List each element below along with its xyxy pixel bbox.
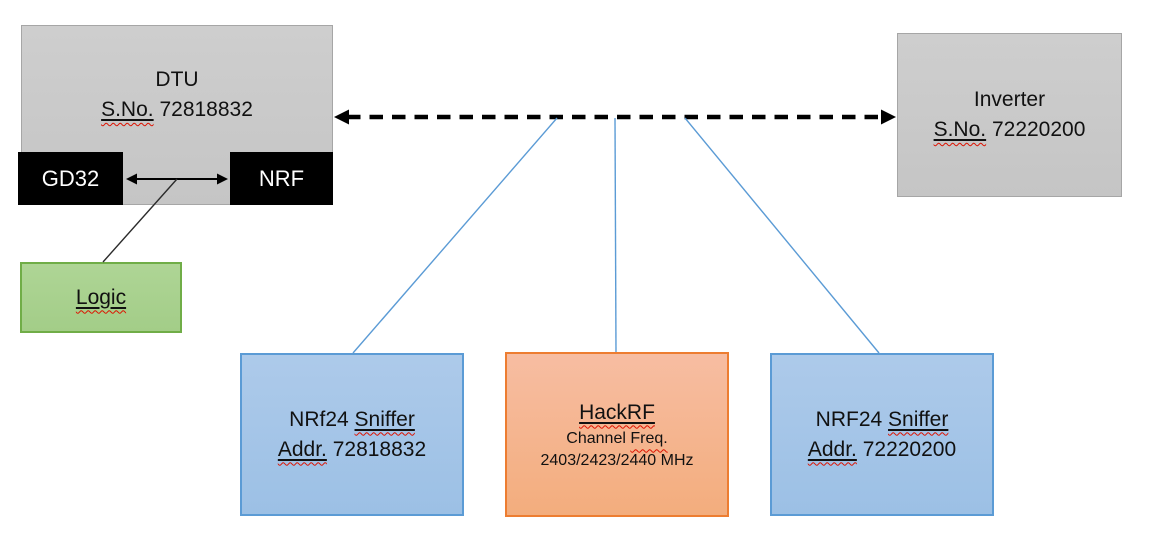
inverter-title: Inverter	[973, 88, 1046, 111]
inverter-serial: S.No. 72220200	[934, 115, 1086, 145]
dtu-title: DTU	[155, 68, 199, 91]
nrf-label: NRF	[258, 165, 305, 191]
inverter-serial-number: 72220200	[986, 118, 1086, 141]
logic-box: Logic	[20, 262, 182, 333]
hackrf-channel-label: Channel Freq.	[566, 429, 668, 447]
sniffer1-connector-line	[352, 117, 558, 354]
hackrf-box: HackRF Channel Freq. 2403/2423/2440 MHz	[505, 352, 729, 517]
gd32-label: GD32	[41, 165, 100, 191]
hackrf-title: HackRF	[579, 400, 655, 424]
sniffer1-box: NRf24 Sniffer Addr. 72818832	[240, 353, 464, 516]
sniffer2-connector-line	[684, 117, 880, 354]
gd32-chip: GD32	[18, 152, 123, 205]
sniffer1-address: Addr. 72818832	[277, 437, 427, 461]
dtu-serial-label: S.No.	[101, 98, 154, 121]
sniffer2-name: NRF24 Sniffer	[815, 407, 949, 431]
dtu-inverter-dashed-arrow	[334, 109, 896, 125]
sniffer2-box: NRF24 Sniffer Addr. 72220200	[770, 353, 994, 516]
inverter-serial-label: S.No.	[933, 118, 987, 141]
inverter-box: Inverter S.No. 72220200	[897, 33, 1122, 197]
sniffer1-name: NRf24 Sniffer	[289, 407, 415, 431]
sniffer2-address: Addr. 72220200	[807, 437, 957, 461]
dtu-serial: S.No. 72818832	[101, 95, 253, 125]
logic-label: Logic	[75, 285, 127, 309]
nrf-chip: NRF	[230, 152, 333, 205]
hackrf-connector-line	[614, 117, 617, 353]
hackrf-frequencies: 2403/2423/2440 MHz	[540, 451, 694, 469]
dtu-serial-number: 72818832	[153, 98, 253, 121]
